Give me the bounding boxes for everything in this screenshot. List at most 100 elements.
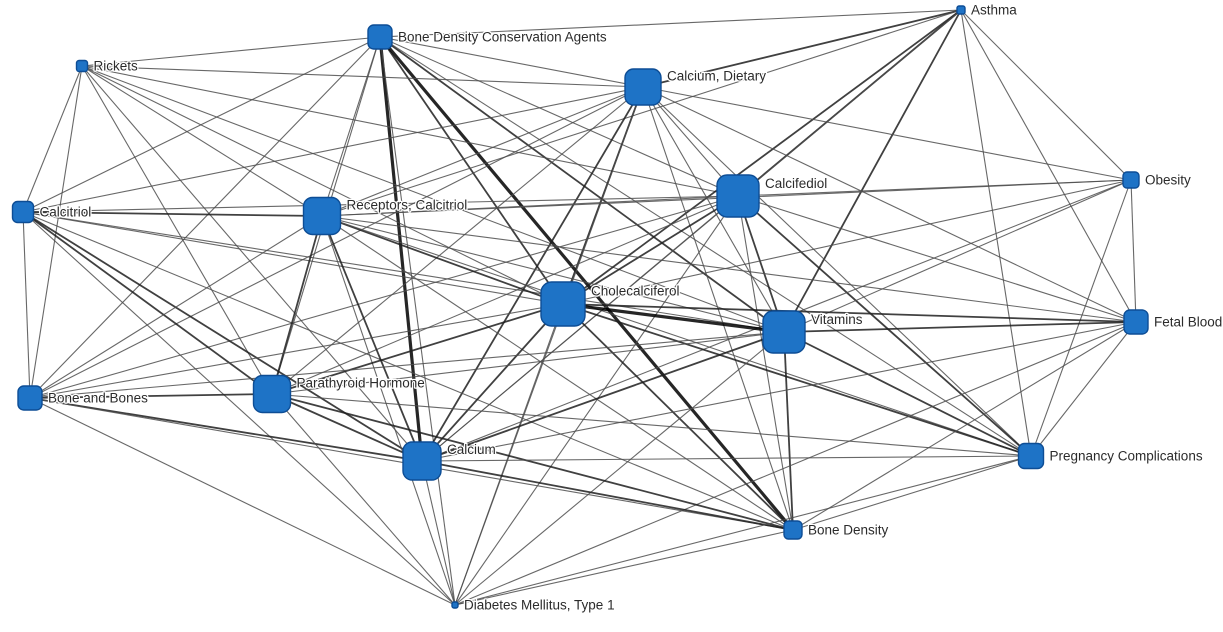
node-label-bone-and-bones: Bone and Bones: [48, 391, 148, 406]
node-parathyroid-hormone[interactable]: [252, 374, 292, 414]
node-obesity[interactable]: [1122, 171, 1140, 189]
edge-bdca--vitamins: [379, 36, 785, 333]
edge-receptors-calcitriol--vitamins: [321, 215, 785, 333]
edge-obesity--pregnancy-complications: [1030, 179, 1132, 457]
node-calcitriol[interactable]: [11, 200, 35, 224]
edge-parathyroid-hormone--bone-density: [271, 393, 794, 531]
node-label-obesity: Obesity: [1145, 173, 1191, 188]
node-cholecalciferol[interactable]: [540, 281, 586, 327]
edge-cholecalciferol--bone-density: [562, 303, 794, 531]
node-calcium[interactable]: [402, 441, 442, 481]
edge-calcium-dietary--parathyroid-hormone: [271, 86, 644, 395]
edge-bone-and-bones--parathyroid-hormone: [29, 393, 273, 399]
edge-fetal-blood--calcium: [421, 321, 1137, 462]
edge-calcifediol--pregnancy-complications: [737, 195, 1032, 457]
edge-fetal-blood--diabetes-t1: [454, 321, 1137, 606]
edge-obesity--vitamins: [783, 179, 1132, 333]
edge-calcifediol--parathyroid-hormone: [271, 195, 739, 395]
node-calcium-dietary[interactable]: [624, 68, 662, 106]
node-bone-and-bones[interactable]: [17, 385, 43, 411]
edge-calcifediol--vitamins: [737, 195, 785, 333]
edge-bdca--calcitriol: [22, 36, 381, 213]
edge-calcitriol--diabetes-t1: [22, 211, 456, 606]
edge-calcifediol--bone-and-bones: [29, 195, 739, 399]
edge-cholecalciferol--fetal-blood: [562, 303, 1137, 323]
edge-calcium-dietary--fetal-blood: [642, 86, 1137, 323]
node-pregnancy-complications[interactable]: [1017, 442, 1045, 470]
edge-receptors-calcitriol--pregnancy-complications: [321, 215, 1032, 457]
edge-calcium-dietary--pregnancy-complications: [642, 86, 1032, 457]
node-diabetes-t1[interactable]: [451, 601, 459, 609]
node-calcifediol[interactable]: [716, 174, 760, 218]
edge-pregnancy-complications--diabetes-t1: [454, 455, 1032, 606]
edge-fetal-blood--bone-density: [792, 321, 1137, 531]
edge-cholecalciferol--bone-and-bones: [29, 303, 564, 399]
edge-asthma--calcium-dietary: [642, 9, 962, 88]
edge-rickets--cholecalciferol: [81, 65, 564, 305]
edge-calcitriol--vitamins: [22, 211, 785, 333]
edge-calcium-dietary--obesity: [642, 86, 1132, 181]
edge-bone-and-bones--diabetes-t1: [29, 397, 456, 606]
node-label-calcitriol: Calcitriol: [40, 205, 92, 220]
node-rickets[interactable]: [75, 59, 89, 73]
edge-calcitriol--bone-and-bones: [22, 211, 31, 399]
edge-obesity--fetal-blood: [1130, 179, 1137, 323]
node-label-bone-density: Bone Density: [808, 523, 889, 538]
node-label-diabetes-t1: Diabetes Mellitus, Type 1: [464, 598, 615, 613]
edges-layer: [22, 9, 1137, 606]
edge-bdca--pregnancy-complications: [379, 36, 1032, 457]
edge-cholecalciferol--vitamins: [562, 302, 785, 334]
edge-bdca--calcium: [378, 36, 424, 462]
edge-calcifediol--bone-density: [737, 195, 794, 531]
edge-calcium-dietary--vitamins: [642, 86, 785, 333]
edge-cholecalciferol--parathyroid-hormone: [271, 303, 564, 395]
node-bone-density[interactable]: [783, 520, 803, 540]
node-label-calcium-dietary: Calcium, Dietary: [667, 69, 766, 84]
edge-calcium-dietary--bone-and-bones: [29, 86, 644, 399]
node-vitamins[interactable]: [762, 310, 806, 354]
node-receptors-calcitriol[interactable]: [302, 196, 342, 236]
node-asthma[interactable]: [956, 5, 966, 15]
edge-bdca--cholecalciferol: [379, 36, 564, 305]
edge-receptors-calcitriol--diabetes-t1: [321, 215, 456, 606]
edge-receptors-calcitriol--calcium: [321, 215, 423, 462]
edge-calcium-dietary--receptors-calcitriol: [321, 86, 644, 217]
edge-bone-density--diabetes-t1: [454, 529, 794, 606]
node-label-parathyroid-hormone: Parathyroid Hormone: [297, 375, 425, 390]
edge-parathyroid-hormone--pregnancy-complications: [271, 393, 1032, 457]
edge-rickets--calcium: [81, 65, 423, 462]
edge-vitamins--bone-density: [783, 331, 794, 531]
edge-bdca--calcium-dietary: [379, 36, 644, 88]
edge-rickets--calcifediol: [81, 65, 739, 197]
edge-vitamins--parathyroid-hormone: [271, 331, 785, 395]
edge-vitamins--fetal-blood: [783, 321, 1137, 333]
edge-rickets--calcitriol: [22, 65, 83, 213]
edge-rickets--calcium-dietary: [81, 65, 644, 88]
node-fetal-blood[interactable]: [1123, 309, 1149, 335]
edge-calcium--pregnancy-complications: [421, 455, 1032, 462]
edge-calcium--diabetes-t1: [421, 460, 456, 606]
edge-calcifediol--calcitriol: [22, 195, 739, 213]
edge-rickets--parathyroid-hormone: [81, 65, 273, 395]
edge-asthma--obesity: [960, 9, 1132, 181]
edge-calcium-dietary--calcitriol: [22, 86, 644, 213]
edge-calcifediol--cholecalciferol: [562, 195, 739, 305]
edge-cholecalciferol--pregnancy-complications: [562, 303, 1032, 457]
nodes-layer: [11, 5, 1149, 609]
edge-receptors-calcitriol--bone-density: [321, 215, 794, 531]
edge-asthma--receptors-calcitriol: [321, 9, 962, 217]
edge-parathyroid-hormone--diabetes-t1: [271, 393, 456, 606]
node-bdca[interactable]: [367, 24, 393, 50]
edge-asthma--cholecalciferol: [562, 9, 962, 305]
edge-calcitriol--bone-density: [22, 211, 794, 531]
edge-asthma--vitamins: [783, 9, 962, 333]
edge-receptors-calcitriol--parathyroid-hormone: [271, 215, 323, 395]
edge-receptors-calcitriol--bone-and-bones: [29, 215, 323, 399]
edge-calcitriol--calcium: [22, 211, 423, 462]
edge-rickets--vitamins: [81, 65, 785, 333]
edge-vitamins--bone-and-bones: [29, 331, 785, 399]
node-label-rickets: Rickets: [94, 59, 139, 74]
edge-bdca--rickets: [81, 36, 381, 67]
